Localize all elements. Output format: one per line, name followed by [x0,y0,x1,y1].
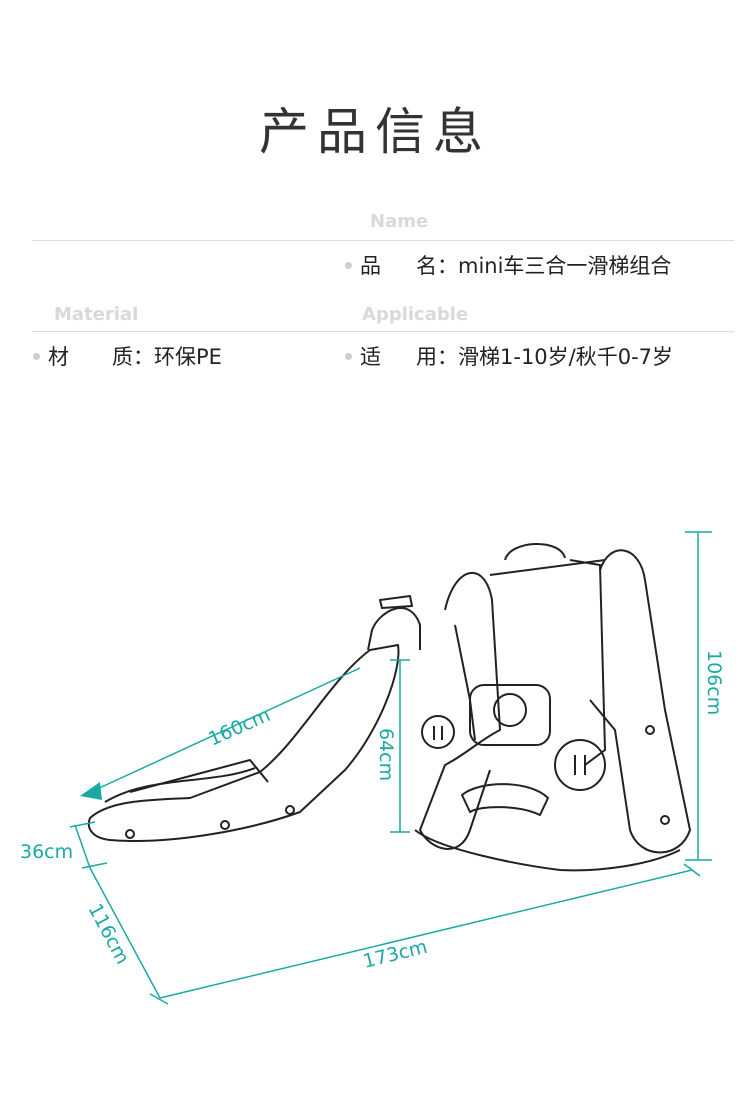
dim-slide-height: 64cm [375,728,397,781]
field-value: 环保PE [154,345,222,369]
dim-width-short: 36cm [20,841,73,863]
field-name: 品 名： mini车三合一滑梯组合 [345,250,671,280]
field-key: 适 [360,345,381,369]
field-material: 材 质： 环保PE [33,341,222,371]
frame-left [419,571,501,850]
material-en-label: Material [54,304,139,325]
bullet-icon [33,352,40,360]
field-key: 用： [416,345,458,369]
frame-right [589,549,691,854]
field-key: 质： [112,345,154,369]
field-key: 材 [48,345,69,369]
dim-height: 106cm [703,650,725,715]
divider [32,331,734,332]
page-title: 产品信息 [259,103,491,161]
arrow-icon [80,782,102,800]
product-dimension-drawing: 106cm 160cm 64cm 36cm 116cm 173cm [20,531,725,1005]
divider [32,240,734,241]
dim-slide-length: 160cm [205,704,274,751]
field-applicable: 适 用： 滑梯1-10岁/秋千0-7岁 [345,341,673,371]
bullet-icon [345,261,352,269]
applicable-en-label: Applicable [362,304,469,325]
bullet-icon [345,352,352,360]
field-key: 品 [360,254,381,278]
field-key: 名： [416,254,458,278]
name-en-label: Name [370,211,429,232]
field-value: 滑梯1-10岁/秋千0-7岁 [458,345,674,369]
slide-shape [87,644,400,842]
field-value: mini车三合一滑梯组合 [458,254,672,278]
